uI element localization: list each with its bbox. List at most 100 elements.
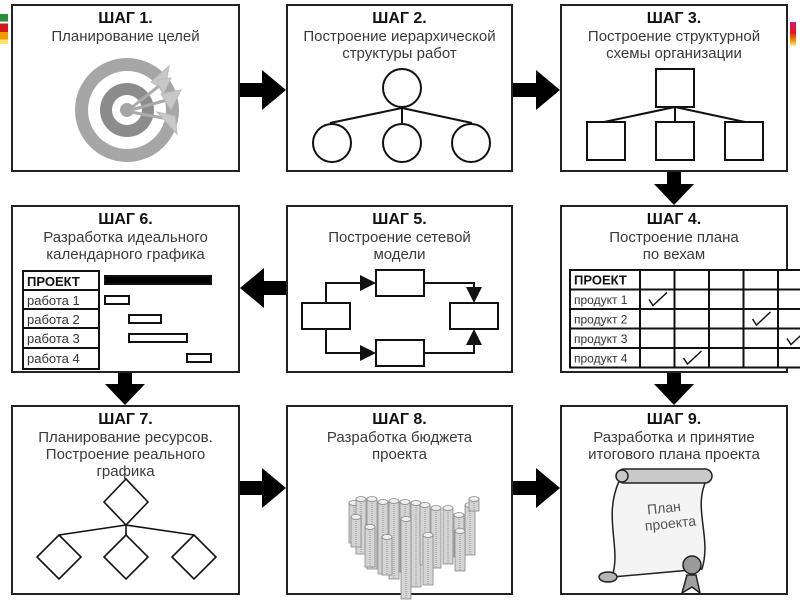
step-9-subtitle-line1: Разработка и принятие [593,429,755,446]
network-model-diagram [301,269,499,367]
step-9-title: ШАГ 9. [646,411,702,428]
wbs-child-node [312,123,352,163]
step-2-box: ШАГ 2. Построение иерархической структур… [286,4,513,172]
diamond-hierarchy-diagram [35,477,218,581]
target-with-darts-icon [75,58,182,162]
gantt-task-bar [104,295,130,305]
milestone-row-label: продукт 3 [574,332,628,346]
step-6-subtitle-line1: Разработка идеального [43,229,208,246]
step-4-subtitle-line1: Построение плана [609,229,739,246]
gantt-task-bar [128,314,162,324]
project-plan-scroll-icon: План проекта [598,468,713,595]
org-child-node [655,121,695,161]
step-2-title: ШАГ 2. [372,10,427,27]
resource-child-node [35,533,83,581]
milestone-row-label: продукт 2 [574,313,628,327]
step-1-subtitle: Планирование целей [51,28,200,45]
coin-stack [410,500,422,588]
gantt-task-bar [186,353,212,363]
gantt-row-label: работа 2 [27,312,80,327]
org-child-node [724,121,764,161]
resource-child-node [102,533,150,581]
step-2-subtitle-line2: структуры работ [342,45,457,62]
gantt-header: ПРОЕКТ [27,274,80,289]
arrow-down-icon [654,373,694,405]
milestone-row-label: продукт 1 [574,293,628,307]
step-7-box: ШАГ 7. Планирование ресурсов. Построение… [11,405,240,595]
arrow-right-icon [513,468,560,508]
step-1-title: ШАГ 1. [98,10,153,27]
step-4-box: ШАГ 4. Построение плана по вехам ПРОЕКТ п… [560,205,800,373]
network-start-node [301,302,351,330]
checkmark-icon [648,291,668,307]
step-8-box: ШАГ 8. Разработка бюджета проекта [286,405,513,600]
coin-stack [454,528,466,572]
step-3-subtitle-line2: схемы организации [606,45,742,62]
arrow-right-icon [240,70,286,110]
coin-stack [381,534,393,576]
step-7-subtitle-line1: Планирование ресурсов. [38,429,213,446]
step-5-subtitle-line1: Построение сетевой [328,229,471,246]
step-8-subtitle-line2: проекта [372,446,427,463]
gantt-row-label: работа 3 [27,331,80,346]
arrow-right-icon [513,70,560,110]
coin-stacks-map-icon [348,496,480,600]
arrow-right-icon [240,468,286,508]
coin-stack [468,496,480,512]
step-9-box: ШАГ 9. Разработка и принятие итогового п… [560,405,788,595]
coin-stack [400,516,412,600]
gantt-project-bar [104,275,212,285]
milestone-table: ПРОЕКТ продукт 1 продукт 2 продукт 3 продукт… [569,269,800,369]
step-8-title: ШАГ 8. [372,411,427,428]
milestone-row-label: продукт 4 [574,352,628,366]
gantt-row-label: работа 4 [27,351,80,366]
step-5-title: ШАГ 5. [372,211,427,228]
network-end-node [449,302,499,330]
arrow-left-icon [240,268,286,308]
scroll-text-line1: План [646,498,681,517]
checkmark-icon [682,350,703,366]
org-child-node [586,121,626,161]
wbs-child-node [451,123,491,163]
coin-stack [364,524,376,568]
step-7-title: ШАГ 7. [98,411,153,428]
resource-child-node [170,533,218,581]
step-9-subtitle-line2: итогового плана проекта [588,446,760,463]
step-6-title: ШАГ 6. [98,211,153,228]
square-hierarchy-diagram [586,68,764,161]
checkmark-icon [751,311,772,327]
coin-stack [430,505,442,569]
step-2-subtitle-line1: Построение иерархической [303,28,496,45]
right-color-strip [790,22,796,46]
gantt-row-label: работа 1 [27,293,80,308]
step-4-title: ШАГ 4. [646,211,702,228]
coin-stack [442,505,454,565]
step-1-box: ШАГ 1. Планирование целей [11,4,240,172]
step-4-subtitle-line2: по вехам [642,246,706,263]
left-color-strip [0,14,8,44]
wbs-root-node [382,68,422,108]
network-lower-node [375,339,425,367]
step-6-box: ШАГ 6. Разработка идеального календарног… [11,205,240,373]
circle-hierarchy-diagram [312,68,491,163]
gantt-task-bar [128,333,188,343]
coin-stack [350,514,362,548]
checkmark-icon [786,335,800,346]
milestone-grid [569,269,800,369]
step-5-box: ШАГ 5. Построение сетевой модели [286,205,513,373]
step-6-subtitle-line2: календарного графика [46,246,205,263]
step-8-subtitle-line1: Разработка бюджета [326,429,473,446]
step-3-title: ШАГ 3. [646,10,702,27]
arrow-down-icon [654,172,694,205]
wbs-child-node [382,123,422,163]
arrow-down-icon [105,373,145,405]
step-7-subtitle-line2: Построение реального [45,446,206,463]
gantt-chart: ПРОЕКТ работа 1 работа 2 работа 3 работа… [22,270,212,370]
network-upper-node [375,269,425,297]
org-root-node [655,68,695,108]
scroll-text-line2: проекта [644,513,697,534]
milestone-header: ПРОЕКТ [574,273,627,288]
step-3-subtitle-line1: Построение структурной [587,28,761,45]
resource-root-node [102,477,150,527]
step-5-subtitle-line2: модели [373,246,426,263]
